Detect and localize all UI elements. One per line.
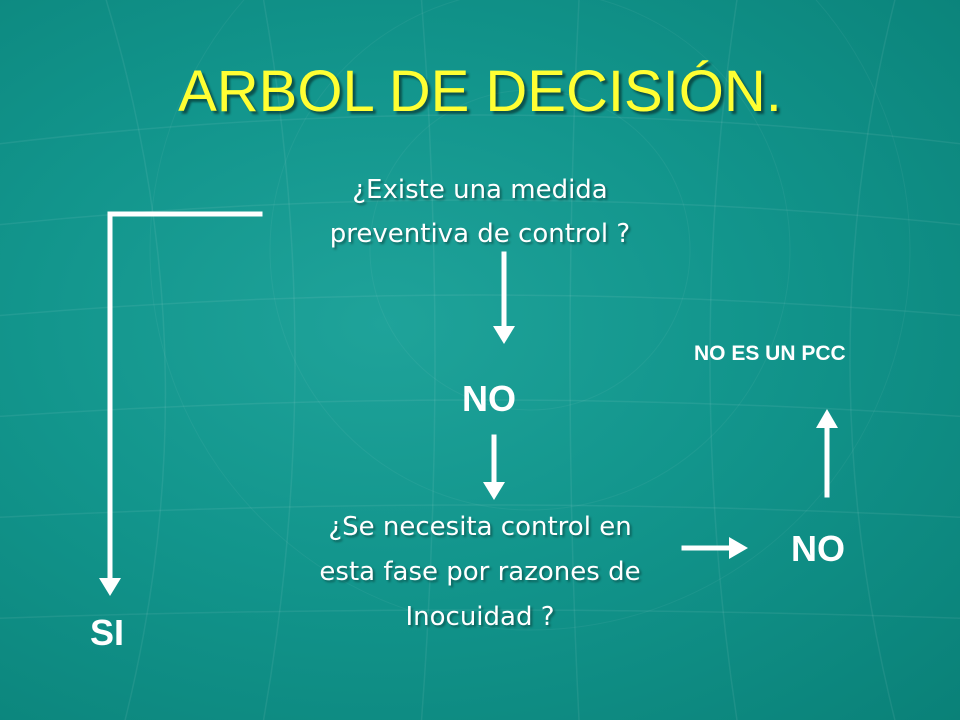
question-line: ¿Existe una medida (352, 175, 608, 205)
answer-no-second: NO (791, 528, 845, 569)
slide-title: ARBOL DE DECISIÓN. (178, 59, 782, 124)
answer-no-first: NO (462, 378, 516, 419)
question-line: ¿Se necesita control en (328, 512, 632, 542)
question-line: esta fase por razones de (319, 557, 641, 587)
answer-si: SI (90, 612, 125, 653)
arrowhead-no-to-result (816, 409, 838, 428)
arrow-si-path (107, 211, 263, 583)
arrowhead-q1-to-no (493, 326, 515, 344)
arrowhead-q2-to-no (729, 537, 748, 559)
arrowhead-si (99, 578, 121, 596)
result-not-ccp: NO ES UN PCC (694, 342, 846, 365)
question-line: preventiva de control ? (329, 219, 631, 249)
arrowhead-no-to-q2 (483, 482, 505, 500)
question-control-needed: ¿Se necesita control en esta fase por ra… (240, 505, 720, 640)
question-line: Inocuidad ? (405, 602, 555, 632)
question-preventive-measure: ¿Existe una medida preventiva de control… (240, 168, 720, 256)
